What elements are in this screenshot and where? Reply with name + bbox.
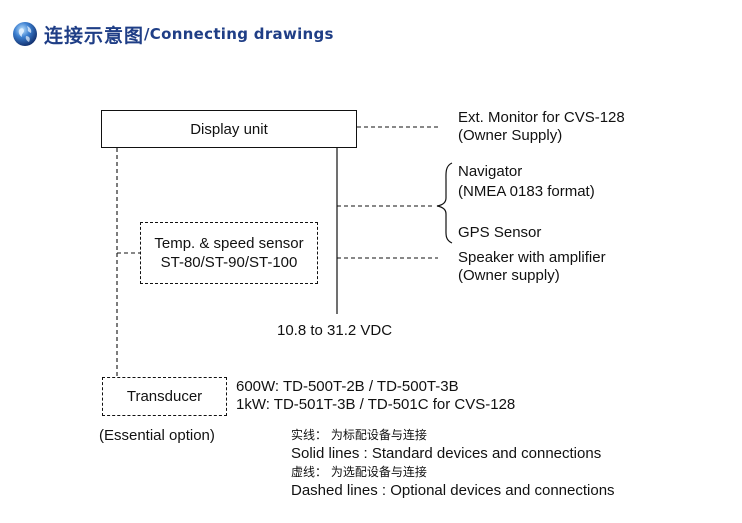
transducer-model-1kw: 1kW: TD-501T-3B / TD-501C for CVS-128: [236, 396, 516, 413]
ext-monitor-label: Ext. Monitor for CVS-128 (Owner Supply): [458, 109, 625, 145]
ext-monitor-name: Ext. Monitor for CVS-128: [458, 109, 625, 126]
transducer-box: Transducer: [102, 377, 227, 416]
speaker-name: Speaker with amplifier: [458, 249, 606, 266]
temp-sensor-box: Temp. & speed sensor ST-80/ST-90/ST-100: [140, 222, 318, 284]
temp-sensor-label: Temp. & speed sensor: [154, 235, 304, 252]
globe-icon: [13, 22, 37, 46]
title-separator: /: [144, 25, 150, 43]
ext-monitor-note: (Owner Supply): [458, 127, 563, 144]
legend-solid-en: Solid lines : Standard devices and conne…: [291, 445, 602, 462]
title-english: Connecting drawings: [149, 25, 334, 43]
power-supply-label: 10.8 to 31.2 VDC: [277, 322, 393, 339]
display-unit-box: Display unit: [101, 110, 357, 148]
temp-sensor-models: ST-80/ST-90/ST-100: [160, 254, 298, 271]
navigator-label: Navigator (NMEA 0183 format): [458, 162, 595, 202]
legend-dashed-cn: 虚线： 为选配设备与连接: [291, 465, 427, 479]
navigator-name: Navigator: [458, 163, 523, 180]
transducer-model-600w: 600W: TD-500T-2B / TD-500T-3B: [236, 378, 459, 395]
display-unit-label: Display unit: [190, 120, 268, 138]
gps-sensor-label: GPS Sensor: [458, 224, 542, 241]
essential-option-label: (Essential option): [99, 427, 215, 444]
speaker-label: Speaker with amplifier (Owner supply): [458, 249, 606, 285]
legend: 实线： 为标配设备与连接 Solid lines : Standard devi…: [291, 426, 615, 500]
transducer-models-label: 600W: TD-500T-2B / TD-500T-3B 1kW: TD-50…: [236, 378, 515, 414]
transducer-label: Transducer: [126, 388, 203, 405]
speaker-note: (Owner supply): [458, 267, 560, 284]
title-chinese: 连接示意图: [44, 24, 145, 47]
navigator-format: (NMEA 0183 format): [458, 183, 595, 200]
legend-solid-cn: 实线： 为标配设备与连接: [291, 428, 427, 442]
page-header: 连接示意图 / Connecting drawings: [12, 18, 334, 50]
source-brace: [436, 162, 453, 244]
legend-dashed-en: Dashed lines : Optional devices and conn…: [291, 482, 615, 499]
